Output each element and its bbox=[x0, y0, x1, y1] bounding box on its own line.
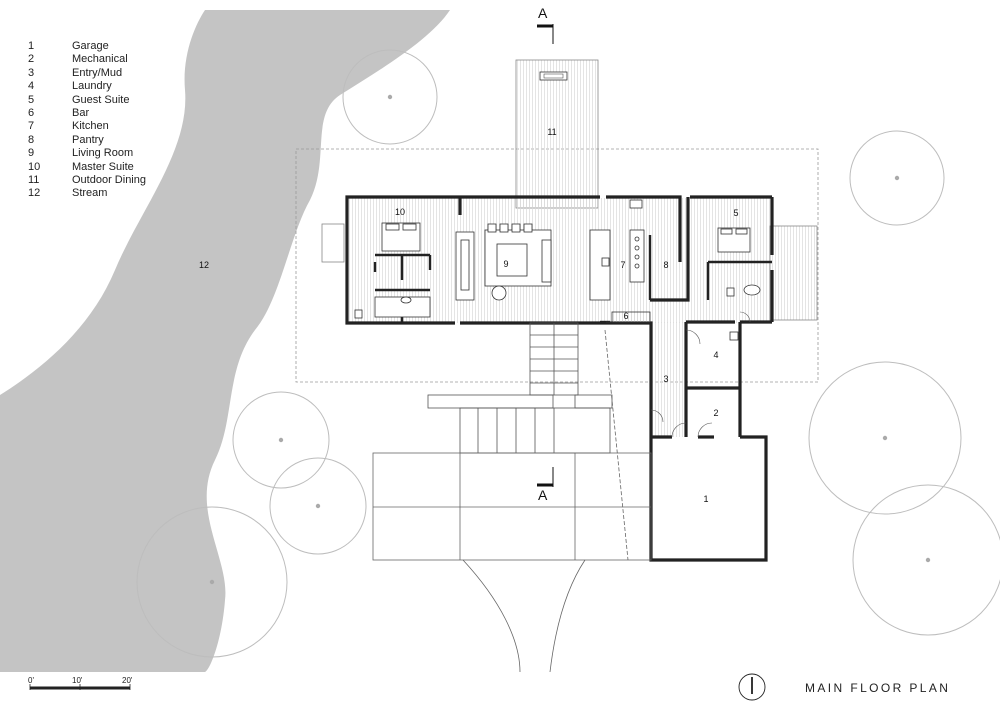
legend-number: 4 bbox=[28, 80, 35, 93]
legend-item: 1 Garage bbox=[28, 40, 146, 53]
door-swings bbox=[650, 311, 751, 438]
drawing-title: MAIN FLOOR PLAN bbox=[805, 681, 951, 695]
section-markers bbox=[537, 24, 554, 487]
legend-label: Pantry bbox=[72, 133, 104, 146]
legend-label: Entry/Mud bbox=[72, 66, 123, 79]
legend-number: 11 bbox=[28, 174, 40, 187]
room-label: 9 bbox=[503, 259, 509, 269]
legend-number: 10 bbox=[28, 160, 41, 173]
room-label: 7 bbox=[620, 260, 626, 270]
master-deck bbox=[321, 223, 345, 263]
legend-item: 7 Kitchen bbox=[28, 120, 146, 133]
room-label: 6 bbox=[623, 311, 629, 321]
legend-label: Bar bbox=[72, 107, 90, 120]
room-label: 3 bbox=[663, 374, 669, 384]
scale-bar bbox=[29, 684, 131, 690]
stream-area bbox=[0, 10, 450, 672]
legend-item: 3 Entry/Mud bbox=[28, 67, 146, 80]
legend-number: 3 bbox=[28, 66, 35, 79]
tree bbox=[136, 506, 288, 658]
legend-item: 12 Stream bbox=[28, 187, 146, 200]
furniture bbox=[354, 199, 761, 341]
legend-label: Mechanical bbox=[72, 53, 128, 66]
section-label-bottom: A bbox=[538, 487, 548, 503]
room-label: 5 bbox=[733, 208, 739, 218]
legend-label: Guest Suite bbox=[72, 93, 130, 106]
driveway bbox=[372, 329, 652, 673]
legend-label: Outdoor Dining bbox=[72, 174, 146, 187]
section-label-top: A bbox=[538, 5, 548, 21]
room-label: 10 bbox=[394, 207, 406, 217]
trees bbox=[136, 49, 1000, 658]
entry-floor bbox=[651, 322, 686, 437]
legend-number: 6 bbox=[28, 107, 35, 120]
guest-deck bbox=[769, 225, 818, 321]
north-arrow-icon bbox=[738, 673, 766, 701]
tree bbox=[849, 130, 945, 226]
tree bbox=[269, 457, 367, 555]
legend-item: 5 Guest Suite bbox=[28, 94, 146, 107]
legend: 1 Garage 2 Mechanical 3 Entry/Mud 4 Laundry 5 Gue… bbox=[28, 40, 146, 201]
legend-item: 10 Master Suite bbox=[28, 161, 146, 174]
room-label: 2 bbox=[713, 408, 719, 418]
legend-label: Stream bbox=[72, 187, 108, 200]
tree bbox=[342, 49, 438, 145]
scale-label: 10' bbox=[72, 676, 83, 685]
scale-labels: 0' 10' 20' bbox=[28, 676, 138, 686]
legend-item: 9 Living Room bbox=[28, 147, 146, 160]
legend-item: 8 Pantry bbox=[28, 134, 146, 147]
room-label: 4 bbox=[713, 350, 719, 360]
legend-item: 11 Outdoor Dining bbox=[28, 174, 146, 187]
kitchen-island bbox=[589, 229, 611, 301]
legend-number: 2 bbox=[28, 53, 35, 66]
tree bbox=[808, 361, 962, 515]
scale-label: 20' bbox=[122, 676, 133, 685]
legend-item: 2 Mechanical bbox=[28, 53, 146, 66]
room-label: 1 bbox=[703, 494, 709, 504]
legend-number: 8 bbox=[28, 133, 35, 146]
legend-label: Kitchen bbox=[72, 120, 109, 133]
legend-number: 7 bbox=[28, 120, 35, 133]
outdoor-dining-deck bbox=[515, 59, 599, 209]
tree bbox=[232, 391, 330, 489]
legend-item: 4 Laundry bbox=[28, 80, 146, 93]
stairs bbox=[427, 322, 613, 454]
tree-centers bbox=[209, 94, 931, 585]
legend-number: 9 bbox=[28, 147, 35, 160]
legend-number: 5 bbox=[28, 93, 35, 106]
room-label: 12 bbox=[198, 260, 210, 270]
legend-label: Master Suite bbox=[72, 160, 134, 173]
legend-label: Living Room bbox=[72, 147, 134, 160]
skylight bbox=[539, 71, 568, 81]
room-label: 11 bbox=[547, 127, 557, 137]
tree bbox=[852, 484, 1000, 636]
scale-label: 0' bbox=[28, 676, 34, 685]
legend-label: Garage bbox=[72, 40, 109, 52]
legend-label: Laundry bbox=[72, 80, 112, 93]
legend-item: 6 Bar bbox=[28, 107, 146, 120]
legend-number: 1 bbox=[28, 40, 35, 52]
room-label: 8 bbox=[663, 260, 669, 270]
legend-number: 12 bbox=[28, 187, 41, 200]
